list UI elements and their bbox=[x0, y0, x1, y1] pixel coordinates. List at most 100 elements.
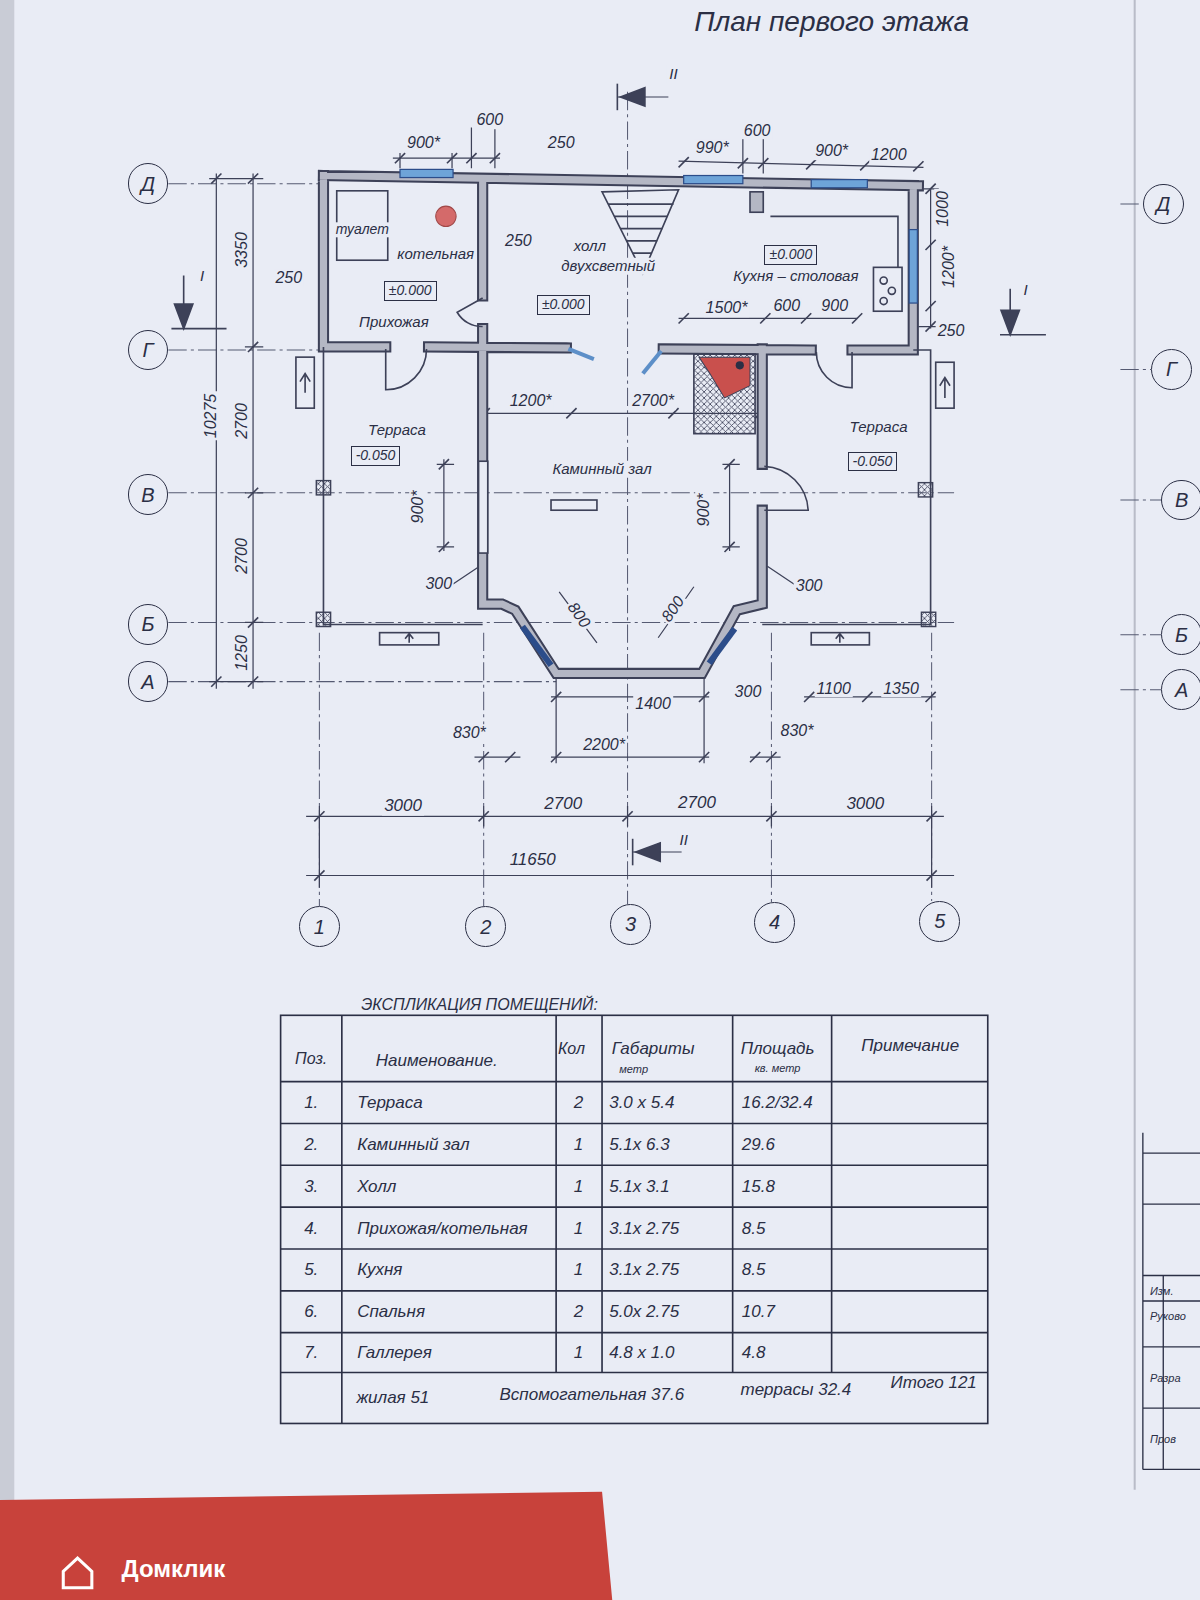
plan-line bbox=[306, 806, 954, 888]
plan-line bbox=[248, 342, 258, 352]
axis-circle: Г bbox=[128, 330, 169, 371]
table-header: кв. метр bbox=[755, 1062, 801, 1074]
plan-line bbox=[436, 206, 456, 226]
table-cell: Спальня bbox=[357, 1303, 425, 1322]
plan-line bbox=[314, 870, 324, 880]
table-cell: 1 bbox=[574, 1177, 583, 1196]
plan-line bbox=[1134, 0, 1136, 1490]
table-cell: Прихожая/котельная bbox=[357, 1219, 528, 1238]
plan-line bbox=[380, 633, 439, 645]
table-cell: 3.1x 2.75 bbox=[609, 1219, 679, 1238]
table-header: Площадь bbox=[741, 1040, 815, 1059]
axis-circle: 1 bbox=[299, 906, 340, 947]
axis-letter: Д bbox=[141, 173, 155, 195]
plan-line bbox=[806, 159, 816, 169]
plan-line bbox=[248, 677, 258, 687]
plan-line bbox=[522, 627, 734, 666]
table-cell: 16.2/32.4 bbox=[742, 1094, 813, 1113]
axis-letter: 5 bbox=[934, 910, 945, 932]
axis-circle: 3 bbox=[610, 904, 651, 945]
table-cell: 5. bbox=[304, 1261, 318, 1280]
plan-label: 1200 bbox=[869, 146, 909, 164]
plan-line bbox=[1143, 1133, 1200, 1470]
plan-label: 1400 bbox=[633, 695, 673, 713]
plan-line bbox=[608, 204, 673, 265]
plan-label: 1350 bbox=[881, 680, 921, 698]
axis-circle: А bbox=[1161, 669, 1200, 710]
plan-line bbox=[248, 488, 258, 498]
plan-line bbox=[171, 328, 226, 330]
table-header: метр bbox=[619, 1063, 648, 1075]
table-cell: 4.8 x 1.0 bbox=[609, 1344, 674, 1363]
plan-line bbox=[316, 481, 935, 627]
title-block-text: Пров bbox=[1150, 1433, 1176, 1445]
table-header: Кол bbox=[558, 1040, 585, 1058]
plan-line bbox=[490, 153, 500, 163]
table-cell: 3.0 x 5.4 bbox=[609, 1094, 674, 1113]
table-cell: 10.7 bbox=[742, 1303, 775, 1322]
title-block-text: Руково bbox=[1150, 1310, 1186, 1322]
plan-label: II bbox=[678, 832, 690, 849]
plan-label: холл bbox=[572, 238, 608, 255]
title-block-text: Изм. bbox=[1150, 1285, 1173, 1297]
table-cell: Терраса bbox=[357, 1094, 423, 1113]
plan-line bbox=[1143, 1133, 1200, 1470]
axis-letter: Д bbox=[1156, 193, 1170, 215]
plan-line bbox=[926, 240, 936, 250]
plan-label: 1500* bbox=[704, 299, 750, 317]
axis-letter: А bbox=[141, 671, 154, 693]
axis-letter: В bbox=[141, 484, 154, 506]
plan-line bbox=[913, 161, 923, 171]
plan-line bbox=[936, 362, 954, 408]
axis-circle: Д bbox=[1143, 184, 1184, 225]
table-cell: Каминный зал bbox=[357, 1136, 470, 1155]
plan-line bbox=[862, 692, 872, 702]
plan-line bbox=[873, 267, 902, 311]
plan-line bbox=[940, 378, 950, 398]
plan-label: 10275 bbox=[202, 392, 220, 441]
plan-line bbox=[636, 843, 660, 861]
table-cell: Холл bbox=[357, 1177, 396, 1196]
plan-line bbox=[479, 811, 489, 821]
table-header: Габариты bbox=[612, 1040, 695, 1059]
table-cell: 29.6 bbox=[742, 1136, 775, 1155]
plan-line bbox=[766, 752, 776, 762]
axis-letter: Б bbox=[141, 613, 154, 635]
plan-line bbox=[248, 617, 258, 627]
plan-line bbox=[323, 347, 930, 625]
axis-circle: В bbox=[128, 474, 169, 515]
table-cell: 1. bbox=[304, 1094, 318, 1113]
table-cell: 3. bbox=[304, 1177, 318, 1196]
plan-line bbox=[551, 500, 597, 510]
plan-line bbox=[211, 677, 221, 687]
plan-label: туалет bbox=[334, 222, 391, 237]
plan-line bbox=[816, 352, 852, 388]
plan-line bbox=[168, 92, 1161, 906]
level-box: -0.050 bbox=[351, 446, 401, 465]
plan-line bbox=[699, 692, 709, 702]
plan-line bbox=[804, 692, 814, 702]
plan-line bbox=[316, 612, 330, 626]
table-cell: Кухня bbox=[357, 1261, 402, 1280]
plan-line bbox=[300, 373, 310, 392]
plan-line bbox=[811, 633, 869, 645]
plan-label: 300 bbox=[733, 683, 764, 701]
plan-line bbox=[393, 128, 939, 329]
table-cell: 2. bbox=[304, 1136, 318, 1155]
level-box: -0.050 bbox=[848, 452, 898, 471]
plan-label: 11650 bbox=[508, 851, 558, 870]
plan-line bbox=[926, 321, 936, 331]
plan-line bbox=[568, 349, 594, 359]
plan-line bbox=[909, 230, 917, 303]
plan-line bbox=[505, 752, 515, 762]
table-header: Поз. bbox=[295, 1050, 327, 1068]
table-cell: Галлерея bbox=[357, 1344, 432, 1363]
plan-line bbox=[316, 481, 330, 495]
plan-line bbox=[921, 612, 935, 626]
plan-label: 800 bbox=[657, 592, 689, 627]
plan-label: 2700 bbox=[233, 536, 251, 576]
plan-label: 3350 bbox=[233, 230, 251, 270]
plan-line bbox=[724, 459, 734, 469]
table-cell: 15.8 bbox=[742, 1177, 775, 1196]
plan-label: 250 bbox=[273, 269, 304, 287]
